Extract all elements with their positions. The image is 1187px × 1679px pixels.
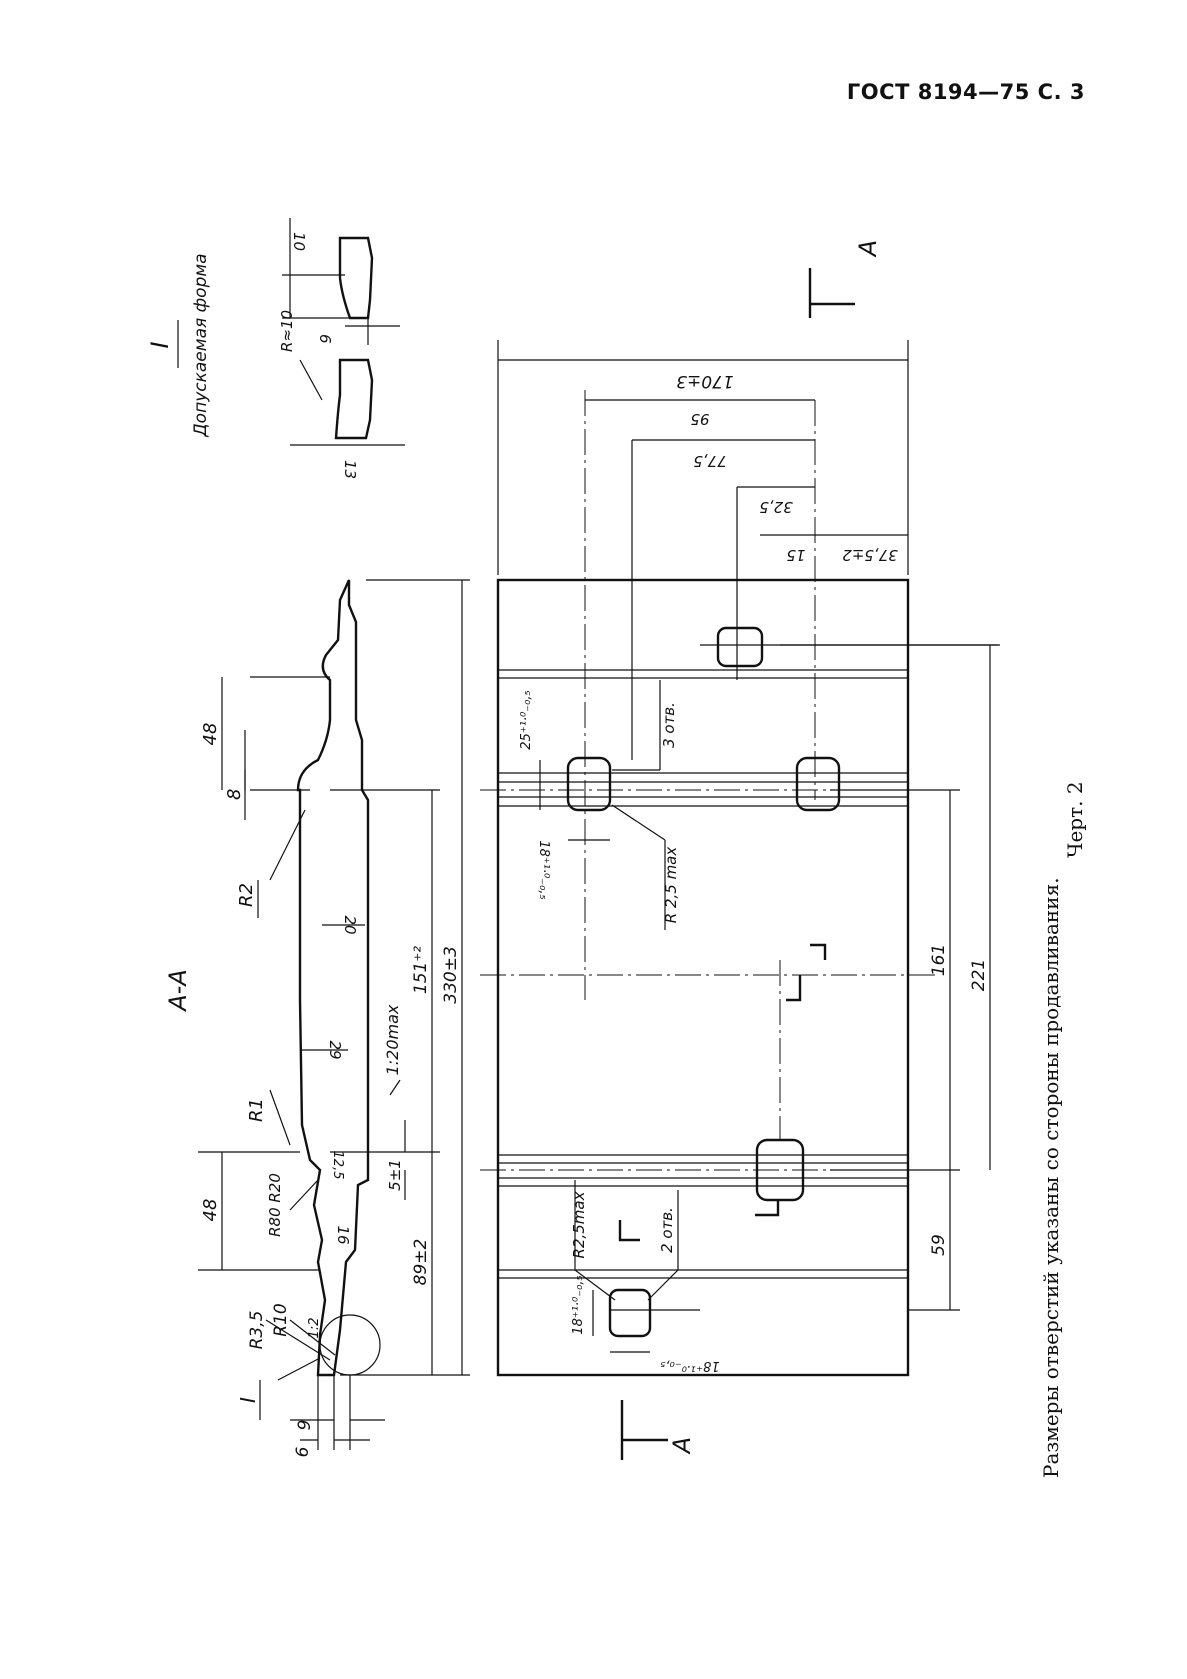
label-3-holes: 3 отв.	[660, 702, 678, 748]
dim-16: 16	[334, 1225, 352, 1244]
label-r2-5max: R 2,5 max	[662, 847, 680, 924]
label-r2-5max-2: R2,5max	[570, 1191, 588, 1258]
plan-labels: 25⁺¹·⁰₋₀,₅ 3 отв. 18⁺¹·⁰₋₀,₅ R 2,5 max R…	[519, 644, 1000, 1373]
dim-12-5: 12,5	[330, 1151, 345, 1180]
dim-15: 15	[786, 546, 805, 564]
mark-i: I	[236, 1397, 260, 1403]
label-r10: R10	[271, 1303, 291, 1336]
caption-figure: Черт. 2	[1063, 781, 1087, 858]
dim-48-top: 48	[200, 723, 221, 746]
dim-161: 161	[929, 944, 949, 976]
tol-18-b: 18⁺¹·⁰₋₀,₅	[571, 1275, 586, 1334]
plan-view: А А	[480, 240, 998, 1460]
label-slope: 1:20max	[383, 1004, 402, 1075]
caption-note: Размеры отверстий указаны со стороны про…	[1039, 877, 1063, 1478]
dim-8: 8	[224, 789, 245, 800]
dim-59: 59	[929, 1234, 949, 1256]
dim-330: 330±3	[441, 946, 461, 1004]
section-a-a: А-А 48 8 R2 20 29 1:20max R1 48 R80 R20 …	[164, 579, 470, 1457]
label-r2: R2	[236, 883, 257, 907]
detail-r10: R≈10	[278, 310, 296, 352]
detail-dim-6: 6	[316, 334, 334, 344]
dim-32-5: 32,5	[759, 498, 792, 516]
label-r3-5: R3,5	[247, 1311, 267, 1350]
detail-title: I	[146, 341, 174, 348]
detail-subtitle: Допускаемая форма	[191, 253, 211, 437]
dim-77-5: 77,5	[693, 452, 726, 470]
dim-20: 20	[341, 915, 359, 934]
label-r1: R1	[246, 1098, 267, 1122]
label-2-holes: 2 отв.	[658, 1207, 676, 1253]
label-r80-r20: R80 R20	[266, 1173, 284, 1237]
dim-29: 29	[326, 1040, 344, 1059]
dim-89: 89±2	[411, 1239, 431, 1286]
dim-221: 221	[969, 959, 989, 991]
plan-top-dimensions: 170±3 95 77,5 32,5 15 37,5±2	[497, 340, 909, 760]
label-slope-1-2: 1:2	[307, 1318, 322, 1339]
dim-6: 6	[293, 1446, 313, 1457]
cut-mark-top: А	[854, 240, 882, 258]
section-title: А-А	[164, 969, 192, 1013]
page-header: ГОСТ 8194—75 С. 3	[846, 80, 1085, 104]
dim-37-5: 37,5±2	[842, 546, 898, 564]
dim-48-bottom: 48	[200, 1199, 221, 1222]
cut-mark-bottom: А	[668, 1437, 696, 1455]
dim-170: 170±3	[676, 371, 734, 391]
detail-dim-13: 13	[341, 460, 359, 479]
tol-18-a: 18⁺¹·⁰₋₀,₅	[536, 840, 551, 899]
dim-9: 9	[295, 1420, 315, 1431]
dim-5: 5±1	[386, 1159, 404, 1191]
tol-25: 25⁺¹·⁰₋₀,₅	[519, 690, 534, 749]
detail-dim-10: 10	[290, 232, 308, 251]
tol-18-c: 18⁺¹·⁰₋₀,₅	[660, 1358, 719, 1373]
dim-95: 95	[690, 410, 709, 428]
dim-151: 151⁺²	[411, 946, 431, 994]
detail-i: I Допускаемая форма 10 6 R≈10 13	[146, 218, 405, 479]
